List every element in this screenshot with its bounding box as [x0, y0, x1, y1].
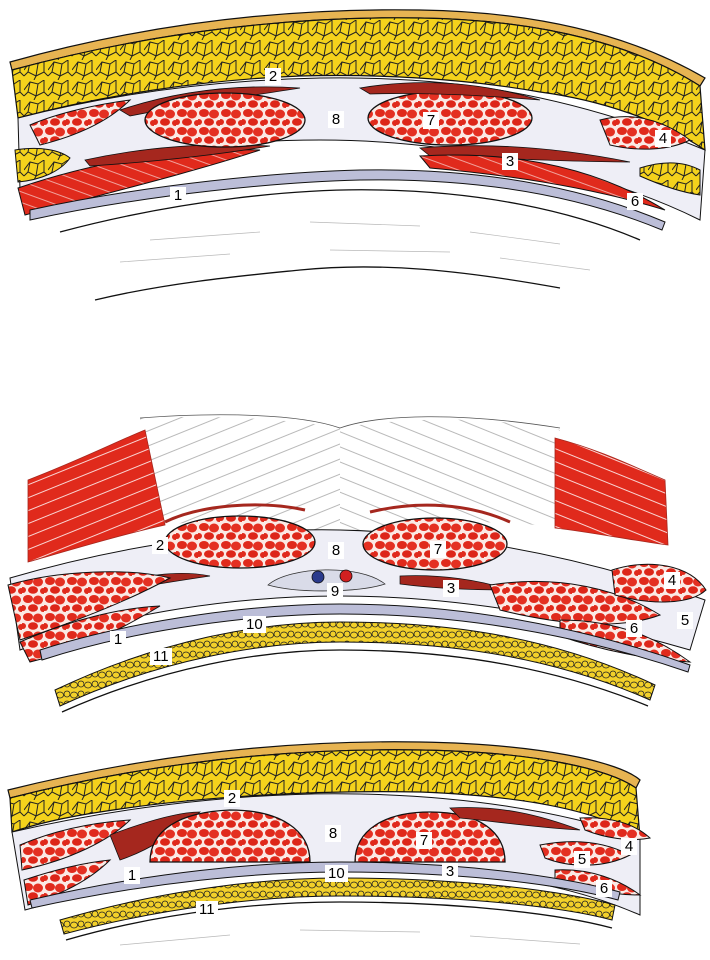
label-bottom-2: 2	[224, 790, 240, 807]
cavity-hatching	[120, 222, 590, 270]
label-middle-3: 3	[443, 580, 459, 597]
label-middle-7: 7	[430, 541, 446, 558]
panel-middle	[8, 415, 706, 712]
label-top-3: 3	[502, 153, 518, 170]
label-bottom-4: 4	[621, 838, 637, 855]
label-bottom-3: 3	[442, 863, 458, 880]
label-middle-4: 4	[664, 572, 680, 589]
label-top-7: 7	[423, 112, 439, 129]
rectus-muscle-right	[368, 91, 532, 145]
muscle-anterior-right	[555, 438, 668, 545]
label-top-2: 2	[265, 68, 281, 85]
label-top-8: 8	[328, 111, 344, 128]
label-bottom-1: 1	[124, 867, 140, 884]
label-middle-8: 8	[328, 542, 344, 559]
label-middle-6: 6	[626, 620, 642, 637]
muscle-external-oblique-right	[612, 564, 706, 602]
label-top-4: 4	[655, 130, 671, 147]
label-bottom-5: 5	[574, 851, 590, 868]
label-bottom-6: 6	[596, 880, 612, 897]
abdominal-cavity-line	[95, 267, 560, 300]
label-middle-10: 10	[243, 616, 266, 633]
label-bottom-10: 10	[325, 865, 348, 882]
label-bottom-11: 11	[196, 901, 218, 918]
label-top-1: 1	[170, 187, 186, 204]
label-middle-11: 11	[150, 648, 172, 665]
artery-icon	[340, 570, 352, 582]
label-top-6: 6	[627, 193, 643, 210]
label-middle-2: 2	[152, 537, 168, 554]
label-bottom-7: 7	[416, 832, 432, 849]
cavity-hatching	[120, 930, 580, 945]
rectus-muscle-left	[165, 516, 315, 568]
label-middle-9: 9	[327, 583, 343, 600]
label-bottom-8: 8	[325, 825, 341, 842]
panel-top	[10, 10, 705, 300]
panel-bottom	[8, 742, 650, 945]
vein-icon	[312, 571, 324, 583]
label-middle-5: 5	[677, 612, 693, 629]
label-middle-1: 1	[110, 631, 126, 648]
muscle-anterior-left	[28, 430, 165, 562]
rectus-muscle-left	[145, 93, 305, 147]
